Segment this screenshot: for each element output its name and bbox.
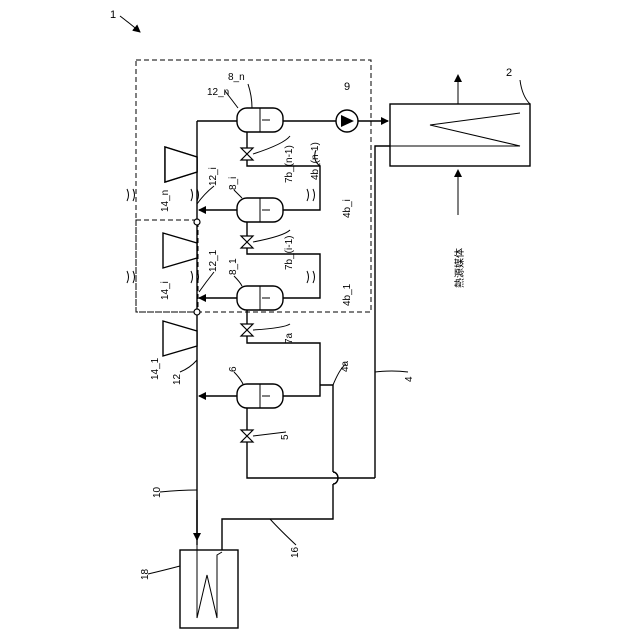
line-4a bbox=[320, 385, 333, 472]
separator-8-n bbox=[237, 108, 283, 132]
separator-8-1 bbox=[237, 286, 283, 310]
label-7a: 7a bbox=[284, 332, 295, 344]
label-12: 12 bbox=[172, 373, 183, 385]
label-12-i: 12_i bbox=[208, 167, 219, 186]
label-7b-i-1: 7b_(i-1) bbox=[284, 236, 295, 270]
label-18: 18 bbox=[140, 568, 151, 580]
label-14-i: 14_i bbox=[160, 281, 171, 300]
valve-7a bbox=[241, 310, 283, 343]
separator-6 bbox=[237, 384, 283, 408]
label-16: 16 bbox=[290, 546, 301, 558]
valve-7b-i-1 bbox=[241, 222, 283, 254]
label-pump-9: 9 bbox=[344, 81, 350, 93]
label-heat-exchanger-2: 2 bbox=[506, 67, 512, 79]
label-6: 6 bbox=[228, 366, 239, 372]
label-4b-1: 4b_1 bbox=[342, 283, 353, 306]
label-5: 5 bbox=[280, 434, 291, 440]
line-16 bbox=[222, 484, 333, 550]
label-8-n: 8_n bbox=[228, 72, 245, 83]
junction-i bbox=[194, 219, 200, 225]
compressor-14-n bbox=[165, 147, 197, 182]
line-4 bbox=[375, 146, 390, 478]
dashed-boundary-outer bbox=[136, 60, 371, 312]
separator-8-i bbox=[237, 198, 283, 222]
label-4a: 4a bbox=[340, 360, 351, 372]
label-12-1: 12_1 bbox=[208, 249, 219, 272]
valve-5 bbox=[241, 408, 375, 478]
label-14-1: 14_1 bbox=[150, 357, 161, 380]
label-4: 4 bbox=[404, 376, 415, 382]
valve-7b-n-1 bbox=[241, 132, 283, 166]
label-4b-i: 4b_i bbox=[342, 199, 353, 218]
label-8-i: 8_i bbox=[228, 177, 239, 190]
compressor-14-i bbox=[163, 233, 197, 268]
label-heat-medium: 熱源媒体 bbox=[453, 248, 466, 288]
label-14-n: 14_n bbox=[160, 190, 171, 212]
system-leader-arrow bbox=[120, 16, 140, 32]
label-8-1: 8_1 bbox=[228, 258, 239, 275]
label-system-1: 1 bbox=[110, 9, 116, 21]
compressor-14-1 bbox=[163, 321, 197, 356]
pump-9 bbox=[336, 110, 358, 132]
unit-18 bbox=[180, 545, 238, 628]
junction-1 bbox=[194, 309, 200, 315]
heat-exchanger-2 bbox=[377, 75, 530, 215]
line-4a-branch bbox=[283, 343, 320, 396]
label-7b-n-1: 7b_(n-1) bbox=[284, 145, 295, 183]
